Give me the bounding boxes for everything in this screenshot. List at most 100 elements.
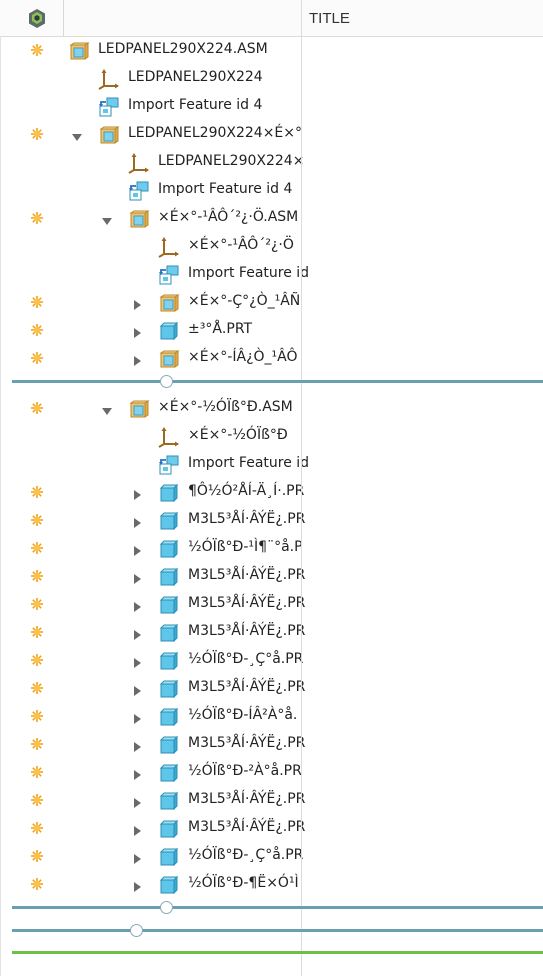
expand-closed-icon[interactable] xyxy=(131,598,143,612)
tree-row[interactable]: Import Feature id xyxy=(0,450,543,478)
expand-closed-icon[interactable] xyxy=(131,570,143,584)
model-tree-header: TITLE xyxy=(0,0,543,37)
assembly-icon xyxy=(128,398,150,420)
tree-item-label: LEDPANEL290X224 xyxy=(128,69,263,85)
divider-handle[interactable] xyxy=(160,375,173,388)
tree-item-label: M3L5³ÅÍ·ÂÝË¿.PR xyxy=(188,791,306,807)
modified-star-icon xyxy=(30,764,44,778)
tree-item-label: M3L5³ÅÍ·ÂÝË¿.PR xyxy=(188,595,306,611)
assembly-icon xyxy=(98,124,120,146)
tree-item-label: M3L5³ÅÍ·ÂÝË¿.PR xyxy=(188,819,306,835)
modified-star-icon xyxy=(30,876,44,890)
import-feature-icon xyxy=(158,454,180,476)
tree-item-label: Import Feature id xyxy=(188,455,310,471)
tree-item-label: M3L5³ÅÍ·ÂÝË¿.PR xyxy=(188,511,306,527)
divider-handle[interactable] xyxy=(160,901,173,914)
assembly-icon xyxy=(68,40,90,62)
assembly-icon xyxy=(158,348,180,370)
part-icon xyxy=(158,594,180,616)
part-icon xyxy=(158,874,180,896)
tree-row[interactable]: Import Feature id 4 xyxy=(0,176,543,204)
part-icon xyxy=(158,320,180,342)
tree-row[interactable]: ½ÓÏß°Ð-ÍÂ²À°å. xyxy=(0,702,543,730)
import-feature-icon xyxy=(158,264,180,286)
expand-closed-icon[interactable] xyxy=(131,878,143,892)
tree-row[interactable]: ½ÓÏß°Ð-¸Ç°å.PR xyxy=(0,842,543,870)
tree-row[interactable]: M3L5³ÅÍ·ÂÝË¿.PR xyxy=(0,814,543,842)
tree-item-label: ¶Ô½Ó²ÅÍ-Ä¸Í·.PR xyxy=(188,483,305,499)
part-icon xyxy=(158,790,180,812)
tree-row[interactable]: M3L5³ÅÍ·ÂÝË¿.PR xyxy=(0,590,543,618)
assembly-icon xyxy=(128,208,150,230)
tree-row[interactable]: LEDPANEL290X224 xyxy=(0,64,543,92)
expand-closed-icon[interactable] xyxy=(131,296,143,310)
tree-row[interactable]: M3L5³ÅÍ·ÂÝË¿.PR xyxy=(0,674,543,702)
modified-star-icon xyxy=(30,680,44,694)
tree-row[interactable]: ×É×°-¹ÂÔ´²¿·Ö.ASM xyxy=(0,204,543,232)
divider-handle[interactable] xyxy=(130,924,143,937)
expand-closed-icon[interactable] xyxy=(131,738,143,752)
tree-item-label: ½ÓÏß°Ð-¹Ì¶¨°å.P xyxy=(188,539,303,555)
coordinate-system-icon xyxy=(158,426,180,448)
section-divider[interactable] xyxy=(12,380,543,383)
part-icon xyxy=(158,566,180,588)
tree-row[interactable]: LEDPANEL290X224.ASM xyxy=(0,36,543,64)
section-divider[interactable] xyxy=(12,929,543,932)
section-divider[interactable] xyxy=(12,906,543,909)
tree-row[interactable]: ×É×°-Ç°¿Ò_¹ÂÑ xyxy=(0,288,543,316)
tree-row[interactable]: ±³°Å.PRT xyxy=(0,316,543,344)
tree-row[interactable]: Import Feature id xyxy=(0,260,543,288)
tree-row[interactable]: ×É×°-½ÓÏß°Ð.ASM xyxy=(0,394,543,422)
status-bar-line xyxy=(12,951,543,954)
expand-closed-icon[interactable] xyxy=(131,766,143,780)
tree-row[interactable]: M3L5³ÅÍ·ÂÝË¿.PR xyxy=(0,730,543,758)
expand-closed-icon[interactable] xyxy=(131,626,143,640)
expand-open-icon[interactable] xyxy=(101,212,113,225)
expand-closed-icon[interactable] xyxy=(131,710,143,724)
tree-row[interactable]: ½ÓÏß°Ð-¶Ë×Ó¹Ì xyxy=(0,870,543,898)
expand-closed-icon[interactable] xyxy=(131,682,143,696)
tree-item-label: ×É×°-ÍÂ¿Ò_¹ÂÔ xyxy=(188,349,298,365)
expand-closed-icon[interactable] xyxy=(131,352,143,366)
tree-row[interactable]: ×É×°-ÍÂ¿Ò_¹ÂÔ xyxy=(0,344,543,372)
assembly-icon xyxy=(158,292,180,314)
expand-closed-icon[interactable] xyxy=(131,542,143,556)
tree-row[interactable]: ½ÓÏß°Ð-²À°å.PR xyxy=(0,758,543,786)
tree-item-label: Import Feature id 4 xyxy=(128,97,263,113)
tree-row[interactable]: ¶Ô½Ó²ÅÍ-Ä¸Í·.PR xyxy=(0,478,543,506)
tree-row[interactable]: ×É×°-¹ÂÔ´²¿·Ö xyxy=(0,232,543,260)
tree-item-label: M3L5³ÅÍ·ÂÝË¿.PR xyxy=(188,735,306,751)
tree-item-label: ×É×°-¹ÂÔ´²¿·Ö.ASM xyxy=(158,209,299,225)
modified-star-icon xyxy=(30,126,44,140)
tree-row[interactable]: ½ÓÏß°Ð-¹Ì¶¨°å.P xyxy=(0,534,543,562)
expand-closed-icon[interactable] xyxy=(131,654,143,668)
tree-row[interactable]: M3L5³ÅÍ·ÂÝË¿.PR xyxy=(0,562,543,590)
tree-row[interactable]: M3L5³ÅÍ·ÂÝË¿.PR xyxy=(0,786,543,814)
tree-row[interactable]: Import Feature id 4 xyxy=(0,92,543,120)
column-separator[interactable] xyxy=(301,0,302,976)
modified-star-icon xyxy=(30,708,44,722)
tree-item-label: M3L5³ÅÍ·ÂÝË¿.PR xyxy=(188,623,306,639)
part-icon xyxy=(158,482,180,504)
expand-closed-icon[interactable] xyxy=(131,486,143,500)
expand-closed-icon[interactable] xyxy=(131,794,143,808)
expand-open-icon[interactable] xyxy=(71,128,83,141)
tree-row[interactable]: ×É×°-½ÓÏß°Ð xyxy=(0,422,543,450)
expand-closed-icon[interactable] xyxy=(131,514,143,528)
expand-closed-icon[interactable] xyxy=(131,850,143,864)
tree-row[interactable]: ½ÓÏß°Ð-¸Ç°å.PR xyxy=(0,646,543,674)
import-feature-icon xyxy=(128,180,150,202)
model-tree-icon[interactable] xyxy=(26,8,48,30)
expand-open-icon[interactable] xyxy=(101,402,113,415)
tree-row[interactable]: LEDPANEL290X224×É×° xyxy=(0,120,543,148)
tree-row[interactable]: M3L5³ÅÍ·ÂÝË¿.PR xyxy=(0,618,543,646)
title-column-header[interactable]: TITLE xyxy=(309,10,350,27)
tree-item-label: ½ÓÏß°Ð-²À°å.PR xyxy=(188,763,302,779)
tree-row[interactable]: M3L5³ÅÍ·ÂÝË¿.PR xyxy=(0,506,543,534)
tree-row[interactable]: LEDPANEL290X224× xyxy=(0,148,543,176)
tree-item-label: M3L5³ÅÍ·ÂÝË¿.PR xyxy=(188,567,306,583)
tree-item-label: M3L5³ÅÍ·ÂÝË¿.PR xyxy=(188,679,306,695)
part-icon xyxy=(158,538,180,560)
expand-closed-icon[interactable] xyxy=(131,822,143,836)
expand-closed-icon[interactable] xyxy=(131,324,143,338)
